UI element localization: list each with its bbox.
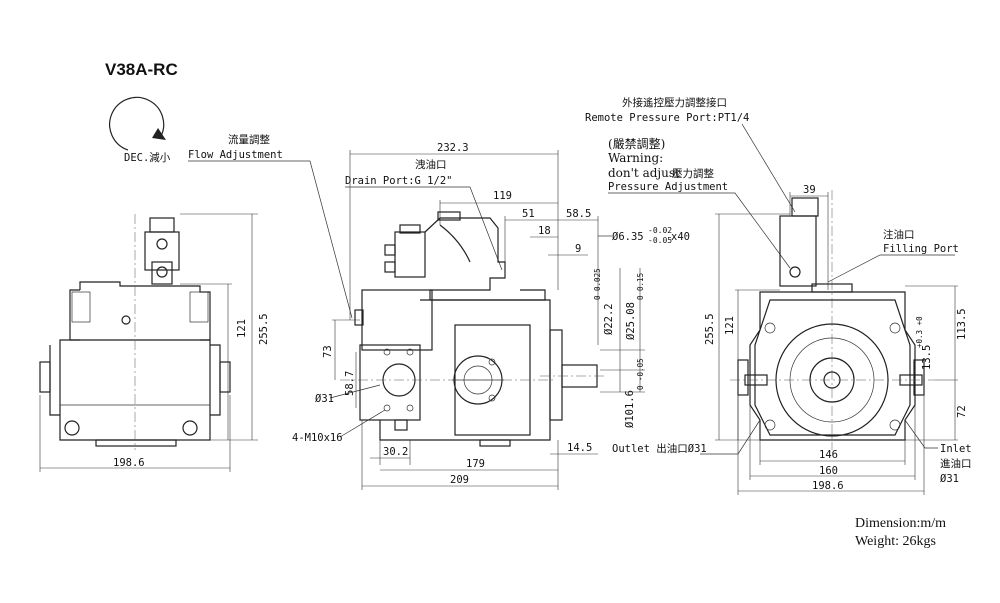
left-view: 121 255.5 198.6 [39, 213, 270, 472]
warning-en1: Warning: [608, 151, 663, 165]
remote-port-cn: 外接遙控壓力調整接口 [622, 96, 727, 109]
dim-119: 119 [493, 190, 512, 202]
remote-port-en: Remote Pressure Port:PT1/4 [585, 112, 749, 124]
dim-right-13-tol: +0.3 +0 [915, 316, 924, 348]
shaft-dia: Ø6.35 [612, 231, 644, 243]
dim-101: Ø101.6 [624, 390, 636, 428]
dim-146: 146 [819, 449, 838, 461]
inlet-size: Ø31 [940, 473, 959, 485]
flow-adjust-cn: 流量調整 [228, 133, 270, 146]
shaft-tol-lo: -0.05 [648, 236, 672, 245]
dim-left-198: 198.6 [113, 457, 145, 469]
drain-port-leader [345, 186, 503, 271]
filling-port-leader [827, 254, 955, 283]
drain-port-cn: 洩油口 [415, 158, 447, 171]
dim-left-255: 255.5 [258, 313, 270, 345]
pressure-adjust-leader [608, 192, 791, 269]
dim-39: 39 [803, 184, 816, 196]
inlet-leader [904, 419, 938, 449]
dim-left-121: 121 [236, 319, 248, 338]
outlet-leader [700, 419, 761, 455]
filling-port-en: Filling Port [883, 243, 959, 255]
filling-port-cn: 注油口 [883, 228, 915, 241]
flow-adjust-en: Flow Adjustment [188, 149, 283, 161]
dim-9: 9 [575, 243, 581, 255]
dim-center-31: Ø31 [315, 393, 334, 405]
dim-22-tol: 0 0.025 [593, 268, 602, 300]
dim-right-198: 198.6 [812, 480, 844, 492]
pressure-adjust-cn: 壓力調整 [672, 167, 714, 180]
dim-58: 58.5 [566, 208, 591, 220]
dim-m10: 4-M10x16 [292, 432, 343, 444]
weight: Weight: 26kgs [855, 534, 936, 549]
model-title: V38A-RC [105, 60, 178, 79]
dim-25: Ø25.08 [625, 302, 637, 340]
dim-right-121: 121 [724, 316, 736, 335]
dim-25-tol: 0 0.15 [636, 273, 645, 300]
dec-label: DEC.減小 [124, 151, 171, 164]
dim-right-72: 72 [956, 405, 968, 418]
pressure-adjust-en: Pressure Adjustment [608, 181, 728, 193]
dim-right-113: 113.5 [956, 308, 968, 340]
outlet-label: Outlet 出油口Ø31 [612, 442, 707, 455]
dim-14-5: 14.5 [567, 442, 592, 454]
shaft-len: x40 [671, 231, 690, 243]
dim-179: 179 [466, 458, 485, 470]
remote-port-leader [741, 123, 796, 213]
dim-30-2: 30.2 [383, 446, 408, 458]
warning-cn: (嚴禁調整) [608, 136, 665, 151]
dim-51: 51 [522, 208, 535, 220]
right-view: 外接遙控壓力調整接口 Remote Pressure Port:PT1/4 (嚴… [585, 96, 972, 495]
center-view: 232.3 洩油口 Drain Port:G 1/2" 119 51 58.5 … [292, 142, 690, 490]
warning-en2: don't adjust [608, 166, 680, 180]
inlet-cn: 進油口 [940, 457, 972, 470]
dimension-unit: Dimension:m/m [855, 516, 946, 531]
flow-adjust-leader [188, 160, 353, 319]
dim-right-13: 13.5 [921, 345, 933, 370]
drain-port-en: Drain Port:G 1/2" [345, 175, 452, 187]
shaft-tol-up: -0.02 [648, 226, 672, 235]
rotation-arrow-icon [109, 96, 166, 151]
dim-22: Ø22.2 [603, 303, 615, 335]
dim-73: 73 [322, 345, 334, 358]
dim-101-tol: 0 -0.05 [636, 358, 645, 390]
dim-right-255: 255.5 [704, 313, 716, 345]
dim-160: 160 [819, 465, 838, 477]
dim-18: 18 [538, 225, 551, 237]
dim-58-7: 58.7 [344, 371, 356, 396]
dim-232: 232.3 [437, 142, 469, 154]
inlet-en: Inlet [940, 443, 972, 455]
dim-209: 209 [450, 474, 469, 486]
